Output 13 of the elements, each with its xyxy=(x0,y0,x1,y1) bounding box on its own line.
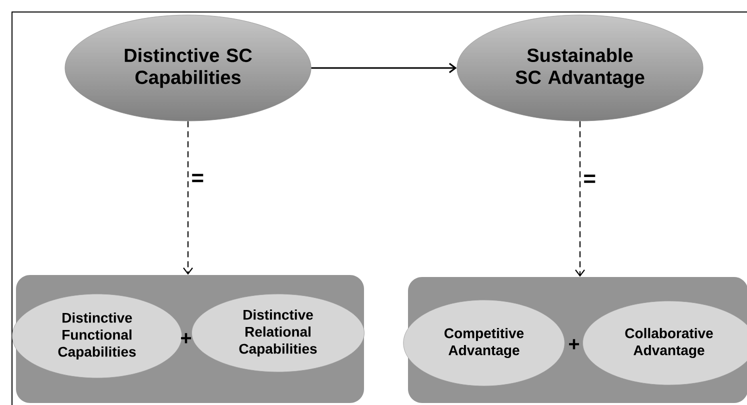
edge-label: = xyxy=(192,174,204,182)
arrow xyxy=(575,121,585,277)
arrow xyxy=(311,62,457,74)
oval-node: Distinctive SC Capabilities xyxy=(64,14,312,122)
edge-label: = xyxy=(584,174,596,183)
oval-node: Distinctive Functional Capabilities xyxy=(12,294,182,378)
oval-node: Sustainable SC Advantage xyxy=(456,14,704,122)
plus-sign: + xyxy=(181,333,192,344)
arrow xyxy=(183,121,193,275)
oval-node: Collaborative Advantage xyxy=(582,300,747,386)
oval-node: Distinctive Relational Capabilities xyxy=(192,294,364,372)
oval-node: Competitive Advantage xyxy=(403,300,565,386)
plus-sign: + xyxy=(569,339,580,350)
